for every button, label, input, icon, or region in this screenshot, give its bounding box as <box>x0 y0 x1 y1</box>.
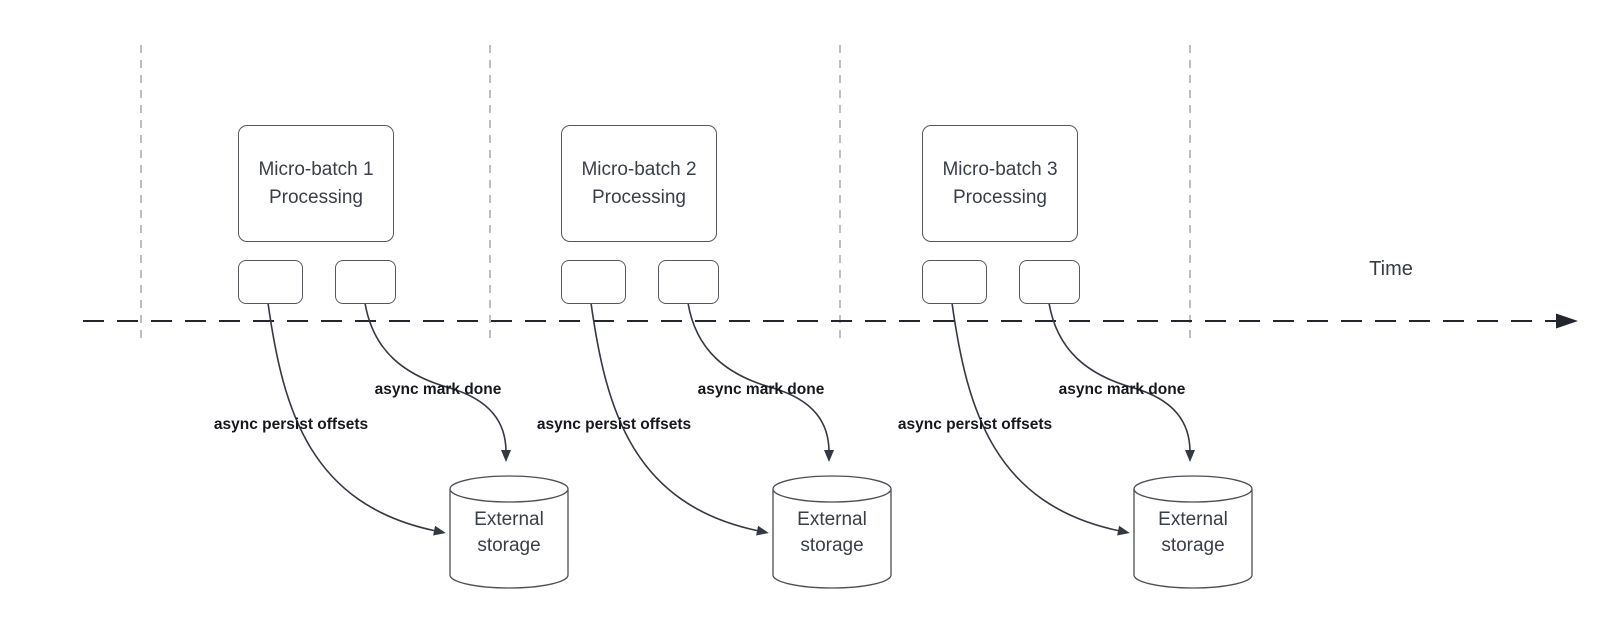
async-mark-done-arrow <box>1048 302 1195 462</box>
sub-task-box-left <box>238 260 303 304</box>
external-storage-label: External storage <box>797 509 867 556</box>
sub-task-box-left <box>922 260 987 304</box>
async-mark-done-label: async mark done <box>697 381 825 398</box>
async-persist-offsets-arrow <box>951 302 1130 536</box>
micro-batch-title: Micro-batch 3 Processing <box>942 158 1058 208</box>
async-mark-done-label: async mark done <box>374 381 502 398</box>
time-axis-arrowhead-icon <box>1556 313 1578 329</box>
async-mark-done-arrow <box>364 302 511 462</box>
async-mark-done-arrow <box>687 302 834 462</box>
async-persist-offsets-label: async persist offsets <box>536 416 692 433</box>
sub-task-box-left <box>561 260 626 304</box>
async-persist-offsets-arrow <box>267 302 446 536</box>
external-storage-label: External storage <box>1158 509 1228 556</box>
async-persist-offsets-arrow <box>590 302 769 536</box>
async-persist-offsets-label: async persist offsets <box>897 416 1053 433</box>
async-persist-offsets-label: async persist offsets <box>213 416 369 433</box>
external-storage-cylinder <box>772 475 892 589</box>
external-storage-cylinder <box>449 475 569 589</box>
micro-batch-title: Micro-batch 2 Processing <box>581 158 697 208</box>
sub-task-box-right <box>1019 260 1080 304</box>
micro-batch-3-box: Micro-batch 3 Processing <box>922 125 1078 242</box>
external-storage-cylinder <box>1133 475 1253 589</box>
async-mark-done-label: async mark done <box>1058 381 1186 398</box>
sub-task-box-right <box>658 260 719 304</box>
micro-batch-2-box: Micro-batch 2 Processing <box>561 125 717 242</box>
micro-batch-title: Micro-batch 1 Processing <box>258 158 374 208</box>
external-storage-label: External storage <box>474 509 544 556</box>
micro-batch-1-box: Micro-batch 1 Processing <box>238 125 394 242</box>
sub-task-box-right <box>335 260 396 304</box>
time-axis-label: Time <box>1369 258 1413 280</box>
